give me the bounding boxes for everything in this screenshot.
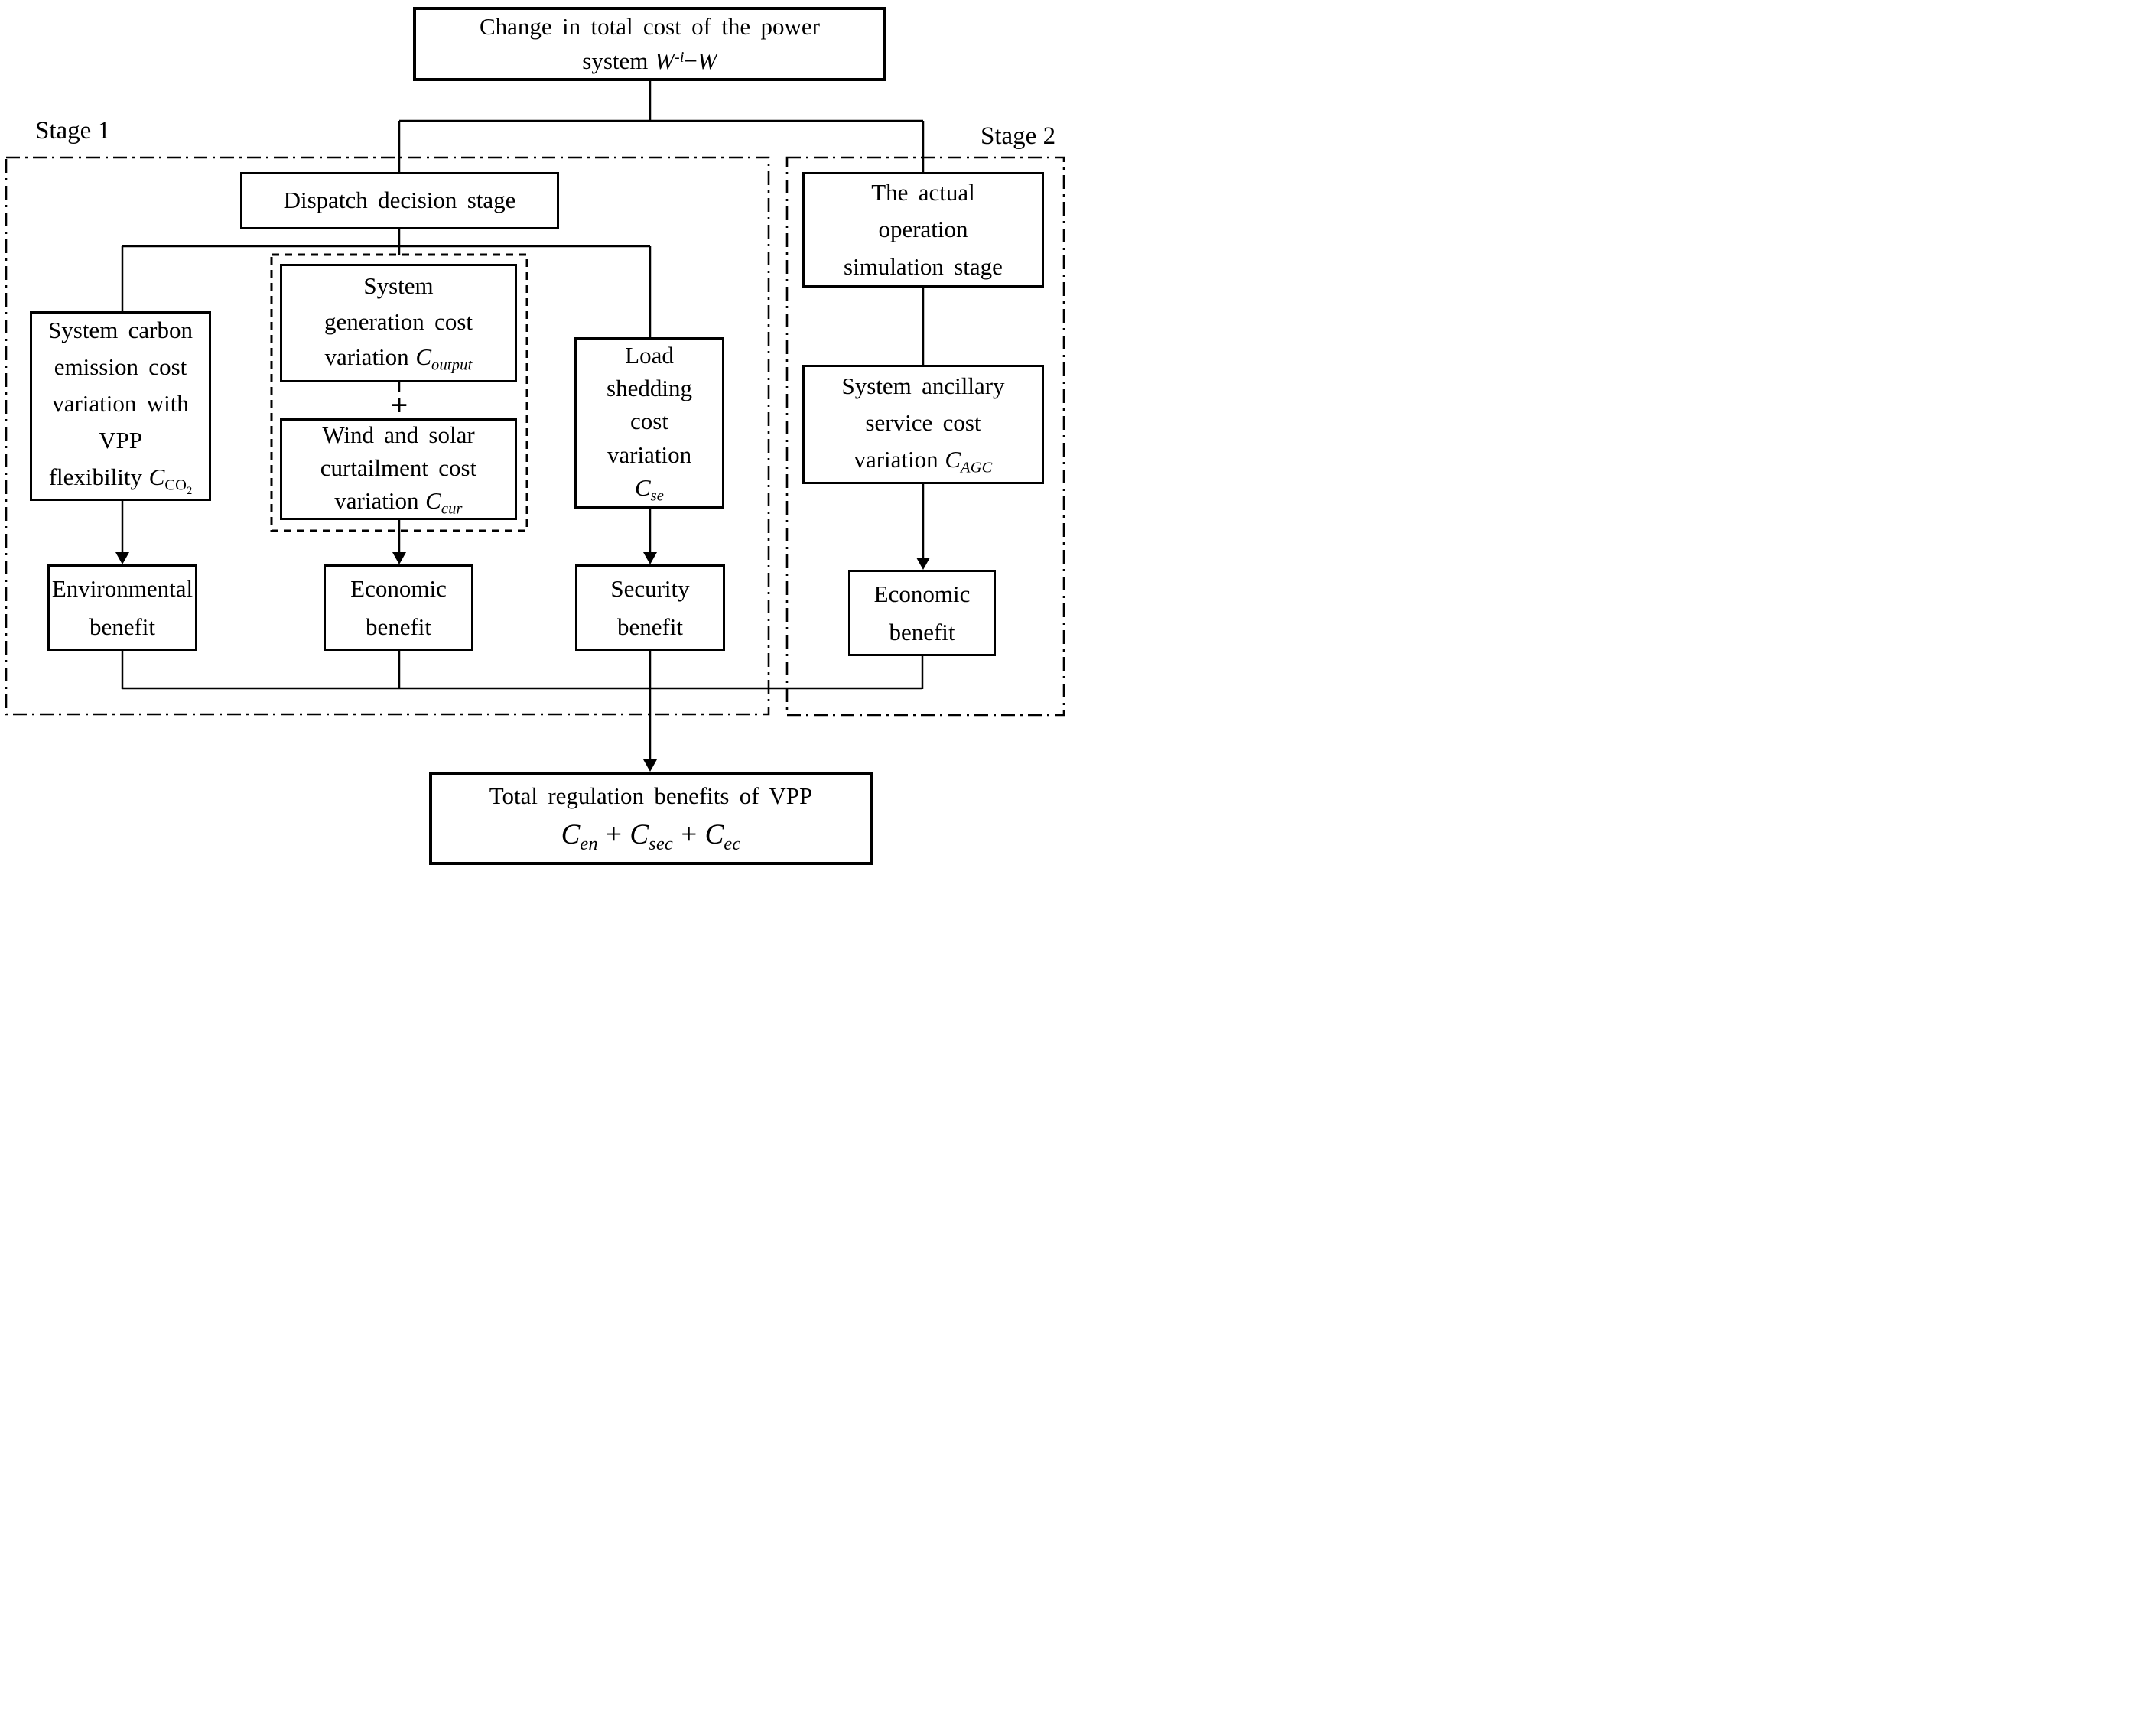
load-line2: shedding — [607, 375, 692, 402]
economic-benefit2-line1: Economic — [873, 580, 971, 607]
dispatch-box-label: Dispatch decision stage — [283, 187, 516, 214]
curtailment-box: Wind and solar curtailment cost variatio… — [280, 418, 517, 520]
total-box: Total regulation benefits of VPP Cen+Cse… — [429, 772, 873, 865]
stage1-label: Stage 1 — [35, 117, 110, 145]
curtailment-line3-prefix: variation — [334, 487, 419, 515]
ancillary-line1: System ancillary — [841, 372, 1005, 400]
actual-operation-box: The actual operation simulation stage — [802, 172, 1044, 288]
symbol-c-cur: C — [425, 487, 441, 515]
stage2-label: Stage 2 — [981, 122, 1055, 151]
stage2-label-text: Stage 2 — [981, 122, 1056, 150]
load-line3: cost — [630, 408, 668, 435]
economic-benefit-box-2: Economic benefit — [848, 570, 996, 656]
symbol-c-se-sub: se — [650, 487, 665, 505]
top-box-line1: Change in total cost of the power — [480, 12, 820, 40]
economic-benefit2-line2: benefit — [889, 618, 955, 645]
economic-benefit1-line2: benefit — [365, 613, 432, 640]
arrowhead-security — [643, 552, 657, 564]
total-box-line1: Total regulation benefits of VPP — [489, 782, 813, 809]
symbol-c-co2-subsub: 2 — [187, 485, 193, 498]
actual-operation-line3: simulation stage — [844, 252, 1003, 280]
environmental-benefit-line2: benefit — [89, 613, 156, 640]
environmental-benefit-box: Environmental benefit — [47, 564, 197, 651]
carbon-line5-prefix: flexibility — [48, 463, 142, 491]
load-line4: variation — [607, 441, 692, 468]
symbol-c-se: C — [634, 474, 651, 502]
load-line1: Load — [625, 341, 674, 369]
generation-line1: System — [363, 272, 434, 300]
economic-benefit1-line1: Economic — [350, 574, 447, 602]
connector-layer — [5, 81, 1065, 772]
environmental-benefit-line1: Environmental — [51, 574, 194, 602]
carbon-line2: emission cost — [54, 353, 187, 381]
economic-benefit-box-1: Economic benefit — [324, 564, 473, 651]
curtailment-line1: Wind and solar — [322, 421, 475, 448]
total-box-formula: Cen+Csec+Cec — [561, 814, 741, 858]
carbon-line3: variation with — [52, 390, 189, 418]
top-box-line2-prefix: system — [582, 47, 649, 74]
curtailment-line2: curtailment cost — [320, 454, 477, 481]
plus-sign-text: + — [390, 388, 408, 422]
symbol-c-sec-sub: sec — [649, 833, 673, 854]
ancillary-line3-prefix: variation — [854, 446, 938, 473]
symbol-c-cur-sub: cur — [441, 500, 463, 518]
arrowhead-environmental — [115, 552, 129, 564]
ancillary-line3: variation CAGC — [854, 441, 992, 480]
symbol-c-co2-sub: CO — [164, 477, 187, 495]
symbol-c-en: C — [561, 819, 581, 851]
symbol-c-output: C — [415, 343, 432, 371]
generation-line3-prefix: variation — [324, 343, 409, 371]
stage2-border — [785, 156, 1065, 717]
symbol-c-agc: C — [945, 446, 961, 473]
top-box: Change in total cost of the power system… — [413, 7, 886, 81]
symbol-c-output-sub: output — [431, 356, 473, 374]
plus-sign: + — [380, 387, 418, 423]
load-box: Load shedding cost variation Cse — [574, 337, 724, 509]
symbol-w1-superscript: -i — [674, 48, 685, 66]
formula-plus-1: + — [606, 819, 623, 851]
flowchart-canvas: Stage 1 Stage 2 Change in total cost of … — [0, 0, 1070, 868]
symbol-c-ec: C — [704, 819, 724, 851]
arrowhead-economic2 — [916, 558, 930, 570]
symbol-c-ec-sub: ec — [724, 833, 741, 854]
symbol-c-agc-sub: AGC — [961, 459, 993, 476]
dashed-group-border — [270, 253, 528, 532]
actual-operation-line2: operation — [878, 216, 968, 243]
load-line5: Cse — [635, 471, 664, 507]
generation-line2: generation cost — [324, 307, 473, 335]
security-benefit-box: Security benefit — [575, 564, 725, 651]
ancillary-line2: service cost — [865, 409, 981, 437]
symbol-c-co2: C — [148, 463, 165, 491]
symbol-c-en-sub: en — [580, 833, 598, 854]
actual-operation-line1: The actual — [871, 179, 975, 206]
formula-plus-2: + — [681, 819, 698, 851]
security-benefit-line1: Security — [610, 574, 690, 602]
symbol-c-sec: C — [629, 819, 649, 851]
carbon-box: System carbon emission cost variation wi… — [30, 311, 211, 501]
dispatch-box: Dispatch decision stage — [240, 172, 559, 229]
carbon-line4: VPP — [99, 427, 142, 454]
security-benefit-line2: benefit — [616, 613, 684, 640]
stage1-label-text: Stage 1 — [35, 117, 111, 145]
arrowhead-economic1 — [392, 552, 406, 564]
stage1-border — [5, 156, 770, 716]
symbol-w1: W — [655, 47, 675, 74]
ancillary-box: System ancillary service cost variation C… — [802, 365, 1044, 484]
carbon-line1: System carbon — [48, 317, 193, 344]
minus-sign: − — [684, 47, 698, 74]
symbol-w2: W — [697, 47, 717, 74]
arrowhead-total — [643, 759, 657, 772]
